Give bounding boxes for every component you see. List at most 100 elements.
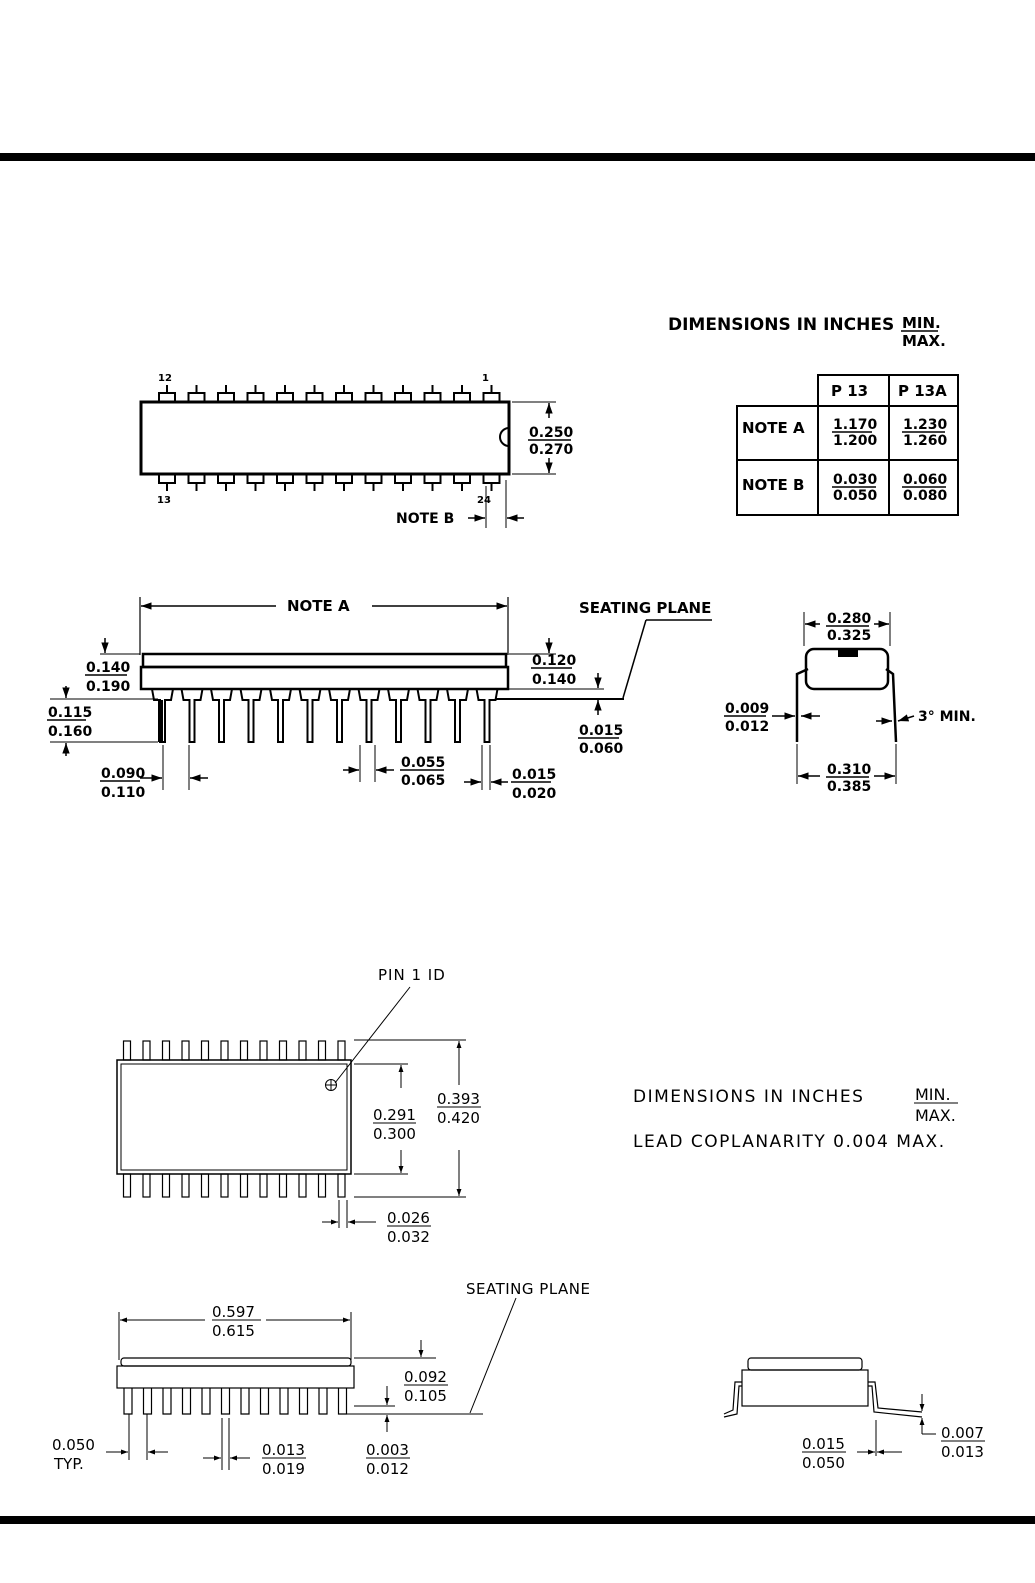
soic-length-min: 0.597: [212, 1303, 255, 1321]
soic-height-min: 0.092: [404, 1368, 447, 1386]
dip-end-width-min: 0.280: [827, 611, 872, 627]
soic-pin: [317, 1173, 327, 1198]
dip-lead: [239, 688, 263, 743]
table-cell-value: 1.200: [833, 433, 878, 449]
table-cell-value: 1.230: [903, 417, 948, 433]
dip-note-table: P 13 P 13A NOTE A 1.170 1.200 1.230 1.26…: [736, 374, 959, 516]
soic-foot-min: 0.015: [802, 1435, 845, 1453]
soic-pin: [278, 1173, 288, 1198]
dip-seating-plane-label: SEATING PLANE: [579, 599, 711, 617]
soic-dimensions-note: DIMENSIONS IN INCHES MIN. MAX. LEAD COPL…: [633, 1085, 958, 1152]
soic-pin: [298, 1040, 307, 1061]
soic-standoff-max: 0.012: [366, 1460, 409, 1478]
soic-lead: [259, 1388, 270, 1415]
soic-top-view: PIN 1 ID 0.291 0.300 0.393 0.420 0.026 0…: [116, 966, 481, 1246]
pin1-notch: [499, 427, 510, 447]
soic-pin: [142, 1173, 151, 1198]
pin1-id-label: PIN 1 ID: [378, 966, 446, 984]
table-row-note-a-label: NOTE A: [742, 419, 805, 437]
pin-label-13: 13: [157, 495, 171, 506]
dip-height-min: 0.140: [86, 660, 131, 676]
table-cell-value: 0.050: [833, 488, 878, 504]
dip-standoff-min: 0.015: [579, 723, 623, 739]
pin-label-1: 1: [482, 373, 489, 384]
dip-lead-width-min: 0.015: [512, 767, 556, 783]
dip-lead-thk-min: 0.009: [725, 701, 769, 717]
dip-lead: [446, 688, 469, 743]
soic-lead: [298, 1388, 309, 1415]
table-header-p13: P 13: [831, 382, 868, 400]
soic-min-label: MIN.: [915, 1085, 951, 1104]
soic-pin: [259, 1040, 268, 1061]
soic-lead: [220, 1388, 231, 1415]
soic-pin: [161, 1173, 171, 1198]
dip-lead: [475, 688, 499, 743]
dip-lead: [298, 688, 322, 743]
table-cell-value: 0.060: [903, 472, 948, 488]
soic-lead: [318, 1388, 328, 1415]
dip-side-leads: [151, 688, 499, 743]
soic-pin: [298, 1173, 307, 1198]
bottom-rule: [0, 1516, 1035, 1524]
soic-end-view: 0.015 0.050 0.007 0.013: [723, 1357, 985, 1472]
soic-lead-width-max: 0.032: [387, 1228, 430, 1246]
pin-label-24: 24: [477, 495, 491, 506]
soic-pin: [278, 1040, 288, 1061]
soic-lead: [279, 1388, 289, 1415]
soic-pin: [181, 1040, 190, 1061]
dip-lead: [269, 688, 292, 743]
soic-pin: [337, 1040, 346, 1061]
soic-lead: [337, 1388, 348, 1415]
soic-pin: [122, 1173, 132, 1198]
dip-lead: [180, 688, 204, 743]
soic-lead: [181, 1388, 192, 1415]
soic-total-width-max: 0.420: [437, 1109, 480, 1127]
soic-pin: [337, 1173, 346, 1198]
soic-seating-plane-label: SEATING PLANE: [466, 1280, 591, 1298]
soic-pin: [200, 1040, 210, 1061]
dip-width-max: 0.270: [529, 442, 574, 458]
soic-pin: [181, 1173, 190, 1198]
dip-lead: [387, 688, 410, 743]
soic-height-max: 0.105: [404, 1387, 447, 1405]
dip-span-min: 0.310: [827, 762, 872, 778]
dip-side-view: NOTE A SEATING PLANE 0.140 0.190 0.115 0…: [47, 597, 712, 802]
table-cell-value: 0.030: [833, 472, 878, 488]
dip-span-max: 0.385: [827, 779, 871, 795]
table-row-note-b-label: NOTE B: [742, 476, 804, 494]
soic-pin: [220, 1040, 229, 1061]
soic-body-width-min: 0.291: [373, 1106, 416, 1124]
dip-shoulder-max: 0.110: [101, 785, 146, 801]
soic-lead-thk-min: 0.013: [262, 1441, 305, 1459]
dip-end-width-max: 0.325: [827, 628, 871, 644]
soic-standoff-min: 0.003: [366, 1441, 409, 1459]
dip-lead: [328, 688, 351, 743]
soic-length-max: 0.615: [212, 1322, 255, 1340]
dip-body: [139, 400, 511, 476]
soic-pin: [239, 1173, 249, 1198]
dip-dimensions-note: DIMENSIONS IN INCHES MIN. MAX.: [668, 314, 946, 350]
soic-pin: [142, 1040, 151, 1061]
soic-pitch-value: 0.050: [52, 1436, 95, 1454]
soic-pin: [220, 1173, 229, 1198]
dip-body-thk-max: 0.140: [532, 672, 577, 688]
table-header-p13a: P 13A: [898, 382, 947, 400]
soic-pin: [161, 1040, 171, 1061]
dip-width-min: 0.250: [529, 425, 574, 441]
dip-top-view: 12 1 13 24 0.250 0.270 NOTE B: [139, 373, 574, 528]
table-cell-value: 1.170: [833, 417, 878, 433]
dip-shoulder-min: 0.090: [101, 766, 146, 782]
dip-dimensions-label: DIMENSIONS IN INCHES: [668, 315, 894, 335]
dip-lead-length-max: 0.160: [48, 724, 93, 740]
soic-lead: [142, 1388, 153, 1415]
dip-body-thk-min: 0.120: [532, 653, 577, 669]
dip-angle-label: 3° MIN.: [918, 709, 976, 725]
dip-min-label: MIN.: [902, 314, 941, 332]
dip-note-b-label: NOTE B: [396, 511, 454, 527]
top-rule: [0, 153, 1035, 161]
dip-max-label: MAX.: [902, 332, 946, 350]
soic-lead-t-max: 0.013: [941, 1443, 984, 1461]
soic-foot-max: 0.050: [802, 1454, 845, 1472]
soic-coplanarity-label: LEAD COPLANARITY 0.004 MAX.: [633, 1132, 946, 1152]
